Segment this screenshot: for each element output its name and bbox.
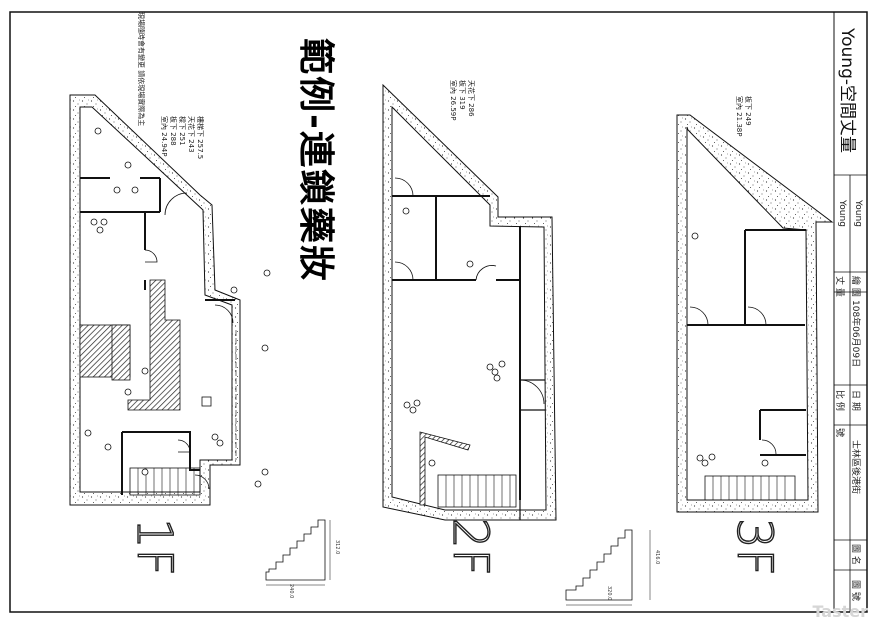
plan-1f-warning-note: 現場隨時會有變更 請依現場實際為主 xyxy=(137,12,145,127)
brand-name: Young-空間丈量 xyxy=(837,28,857,154)
plan-1f xyxy=(69,94,271,506)
plan-1f-note-2: 板下 288 xyxy=(169,116,177,146)
door-swing xyxy=(689,306,709,326)
plan-2f-note-1: 室內 26.59P xyxy=(449,80,457,121)
surveyor-label: 丈 量 xyxy=(834,276,844,297)
stair-3f xyxy=(704,475,796,501)
drawing-name-label: 圖 名 xyxy=(850,544,860,565)
scale-label: 比 例 xyxy=(834,390,844,411)
plan-1f-note-4: 天花下 243 xyxy=(187,116,195,153)
stair-treads xyxy=(712,476,786,500)
plan-2f xyxy=(382,83,557,521)
stair-2-height-dim: 416.0 xyxy=(654,550,660,565)
plan-1f-note-3: 樑下 251 xyxy=(178,116,186,146)
plan-3f xyxy=(676,114,834,513)
door-swing xyxy=(475,265,497,281)
plan-3f-note-1: 室內 21.38P xyxy=(735,96,743,137)
door-swing xyxy=(164,192,188,216)
fixture-markers xyxy=(84,127,271,488)
stair-2f xyxy=(437,474,517,508)
floor-label-2f: 2F xyxy=(441,517,498,577)
plan-1f-note-1: 室內 24.94P xyxy=(160,116,168,157)
plan-2f-note-3: 天花下 286 xyxy=(467,80,475,117)
door-swing xyxy=(394,177,414,197)
stair-section-profile xyxy=(565,529,633,601)
hatched-wall-block xyxy=(111,324,131,381)
survey-date: 108年06月09日 xyxy=(850,300,860,368)
floor-label-1f: 1F xyxy=(125,517,182,577)
drafter-label: 繪 圖 xyxy=(850,276,860,297)
door-swing xyxy=(519,379,545,405)
door-swing xyxy=(214,304,234,324)
plan-1f-outer-wall xyxy=(69,94,241,506)
plan-2f-outer-wall xyxy=(382,83,557,521)
drawing-title: 範例-連鎖藥妝 xyxy=(295,38,336,283)
door-swing xyxy=(394,261,414,281)
plan-3f-outer-wall xyxy=(676,114,834,513)
stair-section-profile xyxy=(265,519,326,581)
title-block xyxy=(833,11,868,613)
door-swing xyxy=(761,439,777,455)
stair-section-1 xyxy=(265,519,331,586)
floor-label-3f: 3F xyxy=(725,517,782,577)
door-swing xyxy=(177,439,191,453)
fixture-markers xyxy=(402,207,506,467)
drawing-no-label: 圖 號 xyxy=(850,580,860,601)
stair-section-2 xyxy=(565,529,651,606)
drawing-name: 士林區後港街 xyxy=(850,440,860,495)
wall xyxy=(519,379,545,520)
wall xyxy=(687,229,806,456)
stair-treads xyxy=(445,475,511,507)
date-label: 日 期 xyxy=(850,390,860,411)
stair-treads xyxy=(137,468,195,495)
plan-2f-note-2: 板下 319 xyxy=(458,80,466,110)
stair-1-height-dim: 312.0 xyxy=(334,540,340,555)
hatched-wall-block xyxy=(419,431,471,506)
title-block-frame xyxy=(833,11,868,613)
drafter-name: Young xyxy=(853,200,863,227)
stair-1f xyxy=(129,467,201,496)
wall xyxy=(392,195,521,500)
number-label: 號 xyxy=(834,428,844,438)
watermark: Taster xyxy=(812,602,868,621)
plan-3f-note-2: 板下 249 xyxy=(744,96,752,126)
plan-1f-note-5: 樓梯下 257.5 xyxy=(196,116,204,160)
stair-1-run-dim: 240.0 xyxy=(288,584,294,599)
door-swing xyxy=(747,306,767,326)
fixture-markers xyxy=(691,232,769,467)
stair-2-run-dim: 320.0 xyxy=(606,586,612,601)
door-swing xyxy=(144,249,158,263)
surveyor-name: Young xyxy=(837,200,847,227)
door-swing xyxy=(194,474,210,490)
hatched-wall-block xyxy=(127,279,181,411)
wall xyxy=(121,431,200,495)
